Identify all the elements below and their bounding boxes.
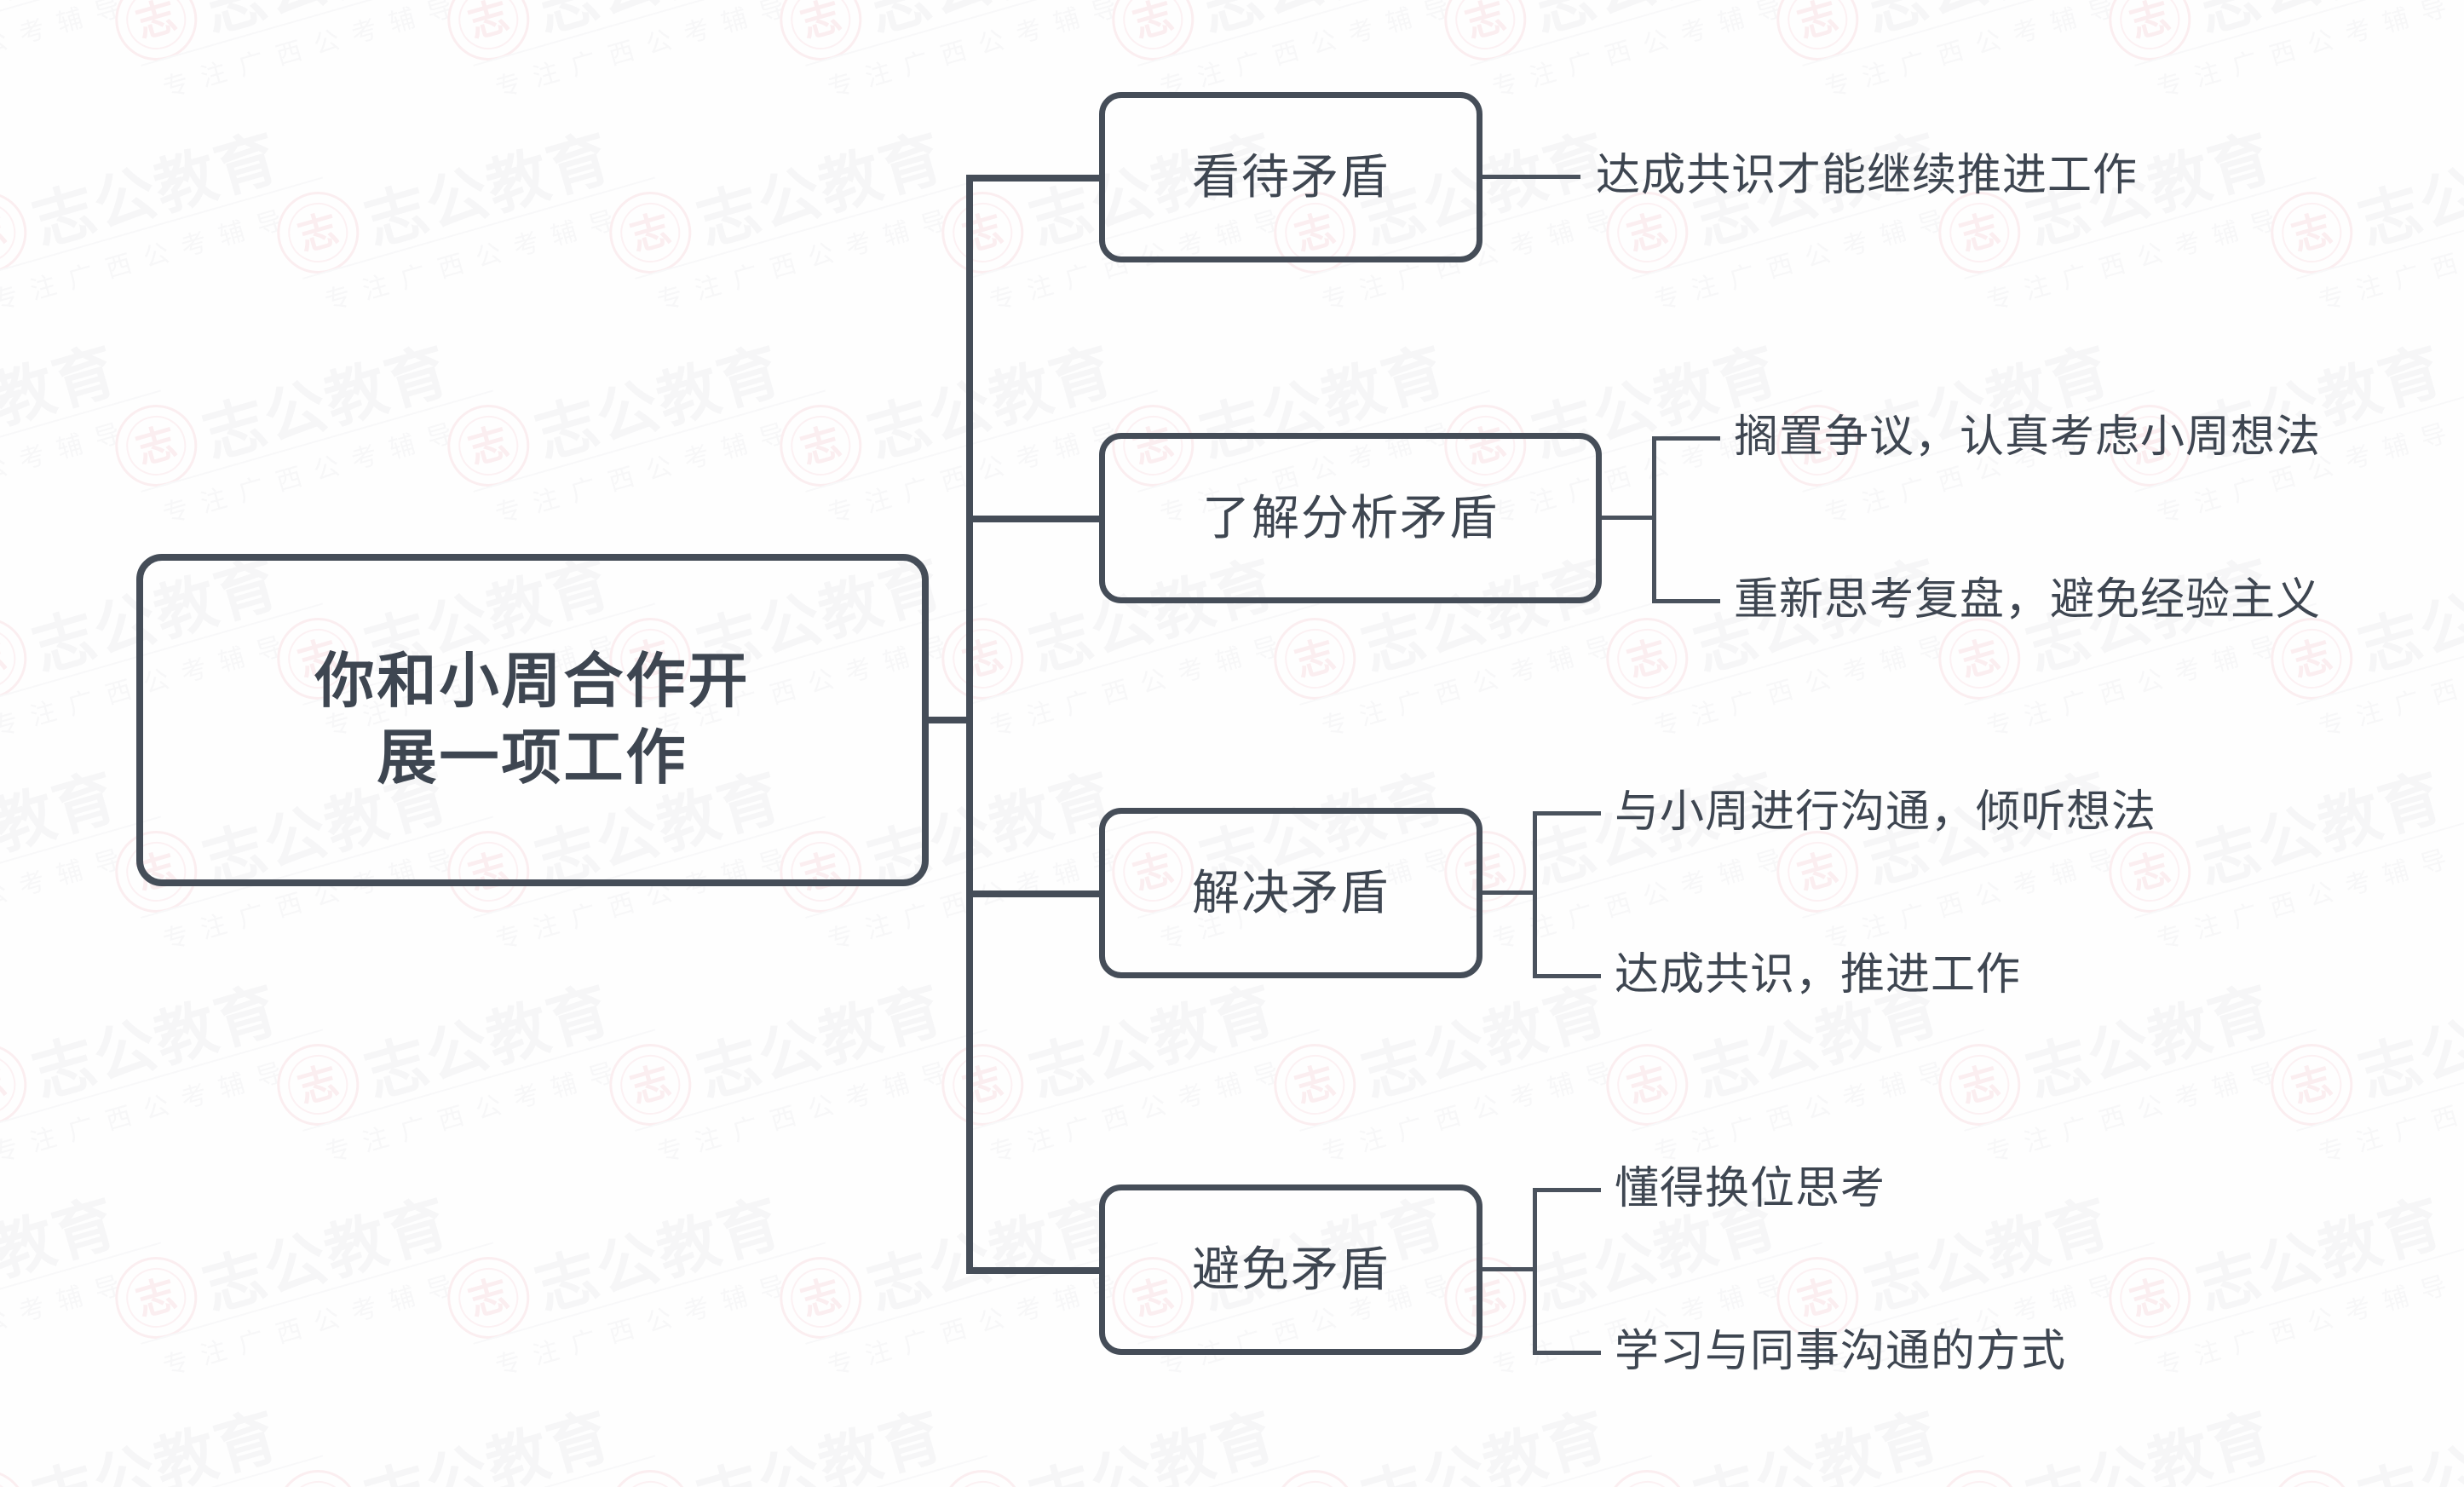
root-node-line-1: 你和小周合作开 bbox=[314, 648, 751, 715]
trunk-to-branch-1 bbox=[966, 175, 1102, 182]
branch-node-2-label: 了解分析矛盾 bbox=[1202, 491, 1499, 545]
branch-4-bracket-spine bbox=[1533, 1188, 1537, 1355]
branch-3-bracket-stem bbox=[1482, 890, 1537, 895]
trunk-to-branch-4 bbox=[966, 1267, 1102, 1274]
trunk-vertical bbox=[966, 175, 973, 1274]
branch-node-1[interactable]: 看待矛盾 bbox=[1099, 92, 1482, 262]
branch-3-leaf-1-stub bbox=[1533, 811, 1601, 816]
branch-3-bracket-spine bbox=[1533, 811, 1537, 978]
branch-3-leaf-2-stub bbox=[1533, 974, 1601, 978]
branch-node-3[interactable]: 解决矛盾 bbox=[1099, 808, 1482, 978]
branch-3-leaf-1: 与小周进行沟通，倾听想法 bbox=[1615, 787, 2157, 837]
branch-2-bracket-stem bbox=[1602, 516, 1656, 520]
branch-3-leaf-2: 达成共识，推进工作 bbox=[1615, 950, 2022, 1000]
branch-1-leaf-1: 达成共识才能继续推进工作 bbox=[1596, 151, 2139, 200]
branch-2-bracket-spine bbox=[1652, 436, 1656, 603]
branch-node-4-label: 避免矛盾 bbox=[1192, 1242, 1390, 1297]
root-node-label: 你和小周合作开 展一项工作 bbox=[315, 643, 751, 796]
trunk-to-branch-3 bbox=[966, 890, 1102, 897]
branch-node-1-label: 看待矛盾 bbox=[1192, 150, 1390, 205]
branch-2-leaf-2-stub bbox=[1652, 599, 1720, 603]
branch-node-4[interactable]: 避免矛盾 bbox=[1099, 1184, 1482, 1355]
branch-2-leaf-1-stub bbox=[1652, 436, 1720, 441]
branch-node-3-label: 解决矛盾 bbox=[1192, 866, 1390, 920]
branch-4-leaf-2-stub bbox=[1533, 1351, 1601, 1355]
branch-2-leaf-2: 重新思考复盘，避免经验主义 bbox=[1734, 575, 2322, 625]
branch-4-leaf-2: 学习与同事沟通的方式 bbox=[1615, 1327, 2067, 1376]
trunk-to-branch-2 bbox=[966, 516, 1102, 522]
branch-node-2[interactable]: 了解分析矛盾 bbox=[1099, 433, 1602, 603]
branch-2-leaf-1: 搁置争议，认真考虑小周想法 bbox=[1734, 412, 2322, 462]
branch-4-leaf-1: 懂得换位思考 bbox=[1615, 1164, 1886, 1213]
branch-4-bracket-stem bbox=[1482, 1267, 1537, 1271]
branch-4-leaf-1-stub bbox=[1533, 1188, 1601, 1192]
root-node-line-2: 展一项工作 bbox=[377, 724, 688, 791]
root-trunk-stub bbox=[929, 717, 973, 723]
root-node[interactable]: 你和小周合作开 展一项工作 bbox=[136, 554, 929, 886]
branch-1-leaf-connector bbox=[1482, 175, 1580, 179]
